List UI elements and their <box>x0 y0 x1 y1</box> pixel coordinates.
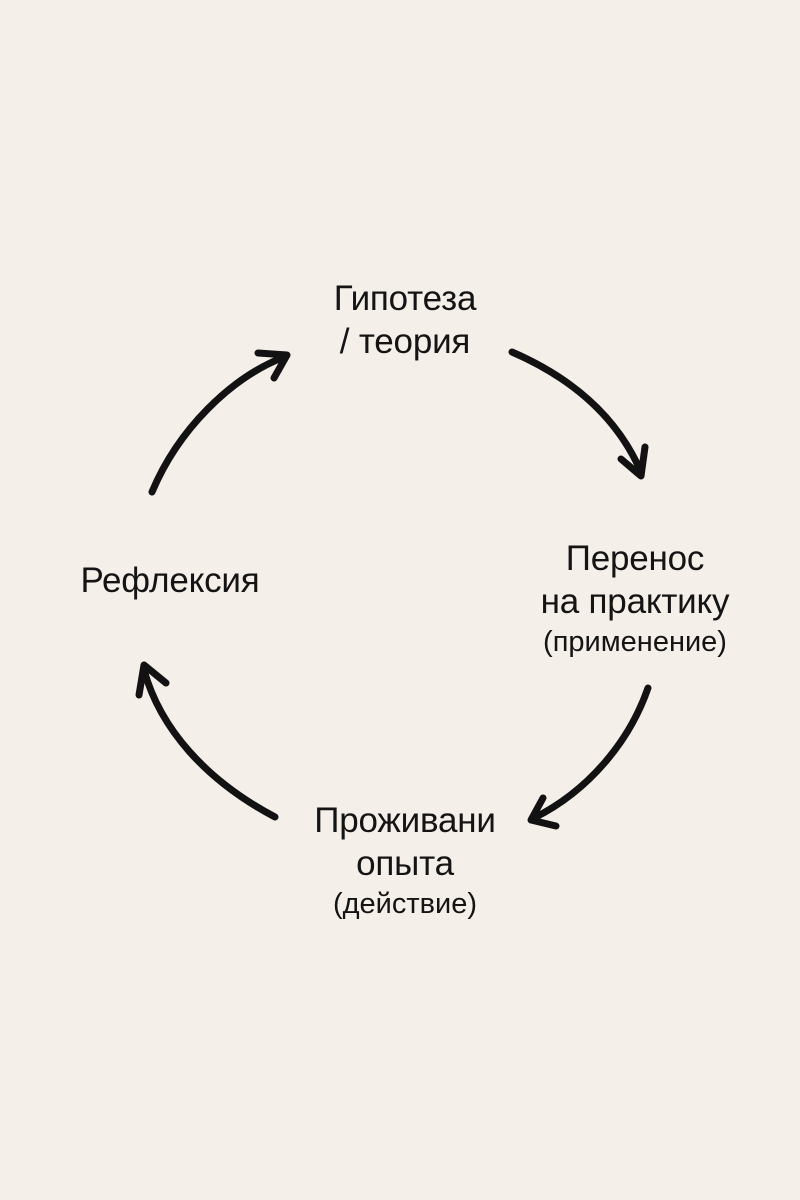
node-transfer-line3: (применение) <box>543 626 727 659</box>
node-reflection: Рефлексия <box>45 560 295 603</box>
node-experience-line2: опыта <box>356 843 454 883</box>
arrow-right-to-bottom <box>527 684 652 830</box>
arrow-top-to-right-shaft <box>508 348 645 476</box>
node-experience-line3: (действие) <box>332 888 478 921</box>
arrow-right-to-bottom-head <box>527 794 560 830</box>
arrow-bottom-to-left <box>135 661 279 821</box>
node-transfer-to-practice: Перенос на практику (применение) <box>490 538 780 661</box>
node-reflection-line1: Рефлексия <box>80 561 260 600</box>
arrow-left-to-top-head <box>254 349 291 382</box>
arrow-left-to-top-shaft <box>148 353 288 496</box>
node-transfer-line2: на практику <box>540 581 730 621</box>
node-hypothesis: Гипотеза / теория <box>250 278 560 363</box>
arrow-right-to-bottom-shaft <box>530 684 652 822</box>
arrow-top-to-right <box>508 348 649 480</box>
arrow-left-to-top <box>148 349 291 496</box>
arrow-top-to-right-head <box>617 443 649 480</box>
node-hypothesis-line2: / теория <box>339 321 471 361</box>
node-hypothesis-line1: Гипотеза <box>333 279 477 318</box>
node-transfer-line1: Перенос <box>565 539 705 578</box>
arrow-bottom-to-left-head <box>135 661 170 699</box>
node-experience-line1: Проживани <box>314 801 496 840</box>
arrow-bottom-to-left-shaft <box>140 666 279 821</box>
node-experience: Проживани опыта (действие) <box>255 800 555 923</box>
